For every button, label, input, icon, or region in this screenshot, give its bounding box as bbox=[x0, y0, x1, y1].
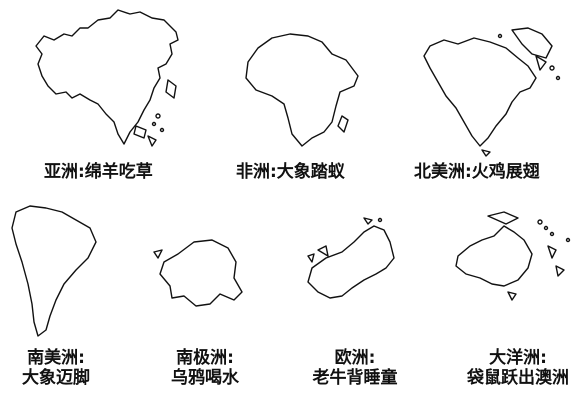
caption-europe-line-1: 欧洲: bbox=[334, 348, 376, 368]
caption-asia: 亚洲:绵羊吃草 bbox=[44, 162, 153, 182]
caption-south-america: 南美洲: 大象迈脚 bbox=[6, 348, 106, 388]
caption-oceania-line-2: 袋鼠跃出澳洲 bbox=[467, 368, 569, 388]
south-america-map bbox=[11, 205, 97, 337]
caption-europe-line-2: 老牛背睡童 bbox=[312, 368, 398, 388]
caption-antarctica-line-2: 乌鸦喝水 bbox=[171, 368, 239, 388]
caption-antarctica: 南极洲: 乌鸦喝水 bbox=[160, 348, 250, 388]
asia-map bbox=[35, 9, 179, 147]
caption-europe: 欧洲: 老牛背睡童 bbox=[300, 348, 410, 388]
caption-south-america-line-1: 南美洲: bbox=[27, 348, 85, 368]
caption-oceania-line-1: 大洋洲: bbox=[489, 348, 547, 368]
caption-south-america-line-2: 大象迈脚 bbox=[22, 368, 90, 388]
europe-map bbox=[307, 217, 395, 299]
caption-antarctica-line-1: 南极洲: bbox=[176, 348, 234, 368]
caption-north-america: 北美洲:火鸡展翅 bbox=[414, 162, 540, 182]
antarctica-map bbox=[153, 239, 243, 307]
caption-oceania: 大洋洲: 袋鼠跃出澳洲 bbox=[456, 348, 580, 388]
africa-map bbox=[245, 33, 359, 147]
north-america-map bbox=[423, 27, 561, 157]
caption-africa: 非洲:大象踏蚁 bbox=[236, 162, 345, 182]
oceania-map bbox=[455, 211, 571, 301]
